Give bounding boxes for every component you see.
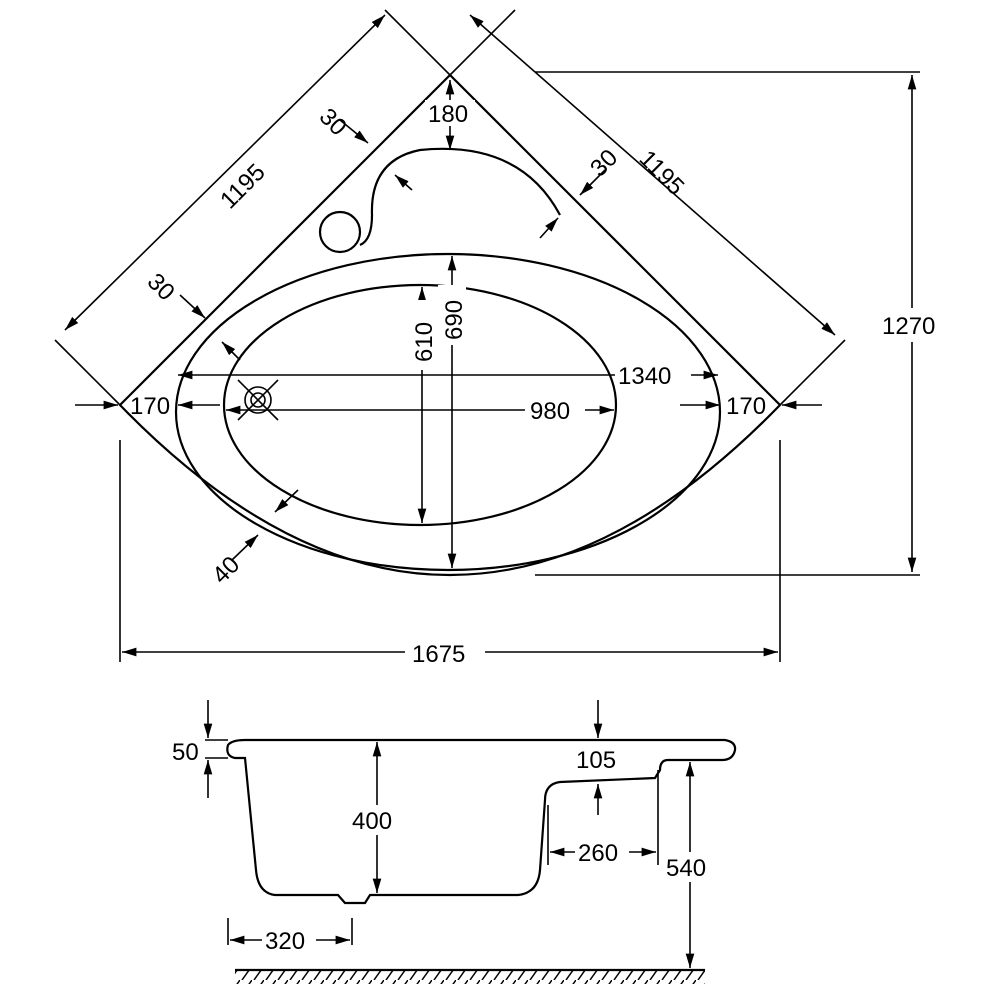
dim-width-total: 1675 <box>412 641 465 668</box>
dim-rim-thickness: 50 <box>172 739 199 766</box>
dim-side-right: 1195 <box>634 145 690 201</box>
top-view: 1195 1195 1270 1675 180 30 30 30 <box>54 9 950 668</box>
dim-basin-length: 980 <box>530 398 570 425</box>
dim-corner-top: 180 <box>428 101 468 128</box>
dim-seat-length: 260 <box>578 840 618 867</box>
dim-inner-width: 690 <box>441 300 468 340</box>
dim-end-right: 170 <box>726 393 766 420</box>
tap-hole <box>318 210 362 254</box>
dim-depth-total: 1270 <box>882 313 935 340</box>
bath-profile <box>226 738 737 905</box>
dim-end-left: 170 <box>130 393 170 420</box>
dim-seat-height: 105 <box>576 747 616 774</box>
dim-rim-top-left: 30 <box>314 103 352 141</box>
dim-basin-width: 610 <box>411 322 438 362</box>
dim-rim-left: 30 <box>142 268 180 306</box>
basin-outline <box>222 283 618 527</box>
dim-drain-offset: 320 <box>265 928 305 955</box>
dim-total-height: 540 <box>666 855 706 882</box>
floor-hatching <box>235 970 705 984</box>
drain-icon <box>237 379 279 421</box>
dim-rim-bottom: 40 <box>207 551 245 589</box>
dim-side-left: 1195 <box>215 159 271 215</box>
dim-depth: 400 <box>352 808 392 835</box>
rim-inner-edge <box>174 252 722 572</box>
tap-curve <box>359 147 561 247</box>
dim-inner-length: 1340 <box>618 363 671 390</box>
dim-rim-top-right: 30 <box>585 144 623 182</box>
side-view: 50 400 105 260 540 320 <box>172 700 737 984</box>
